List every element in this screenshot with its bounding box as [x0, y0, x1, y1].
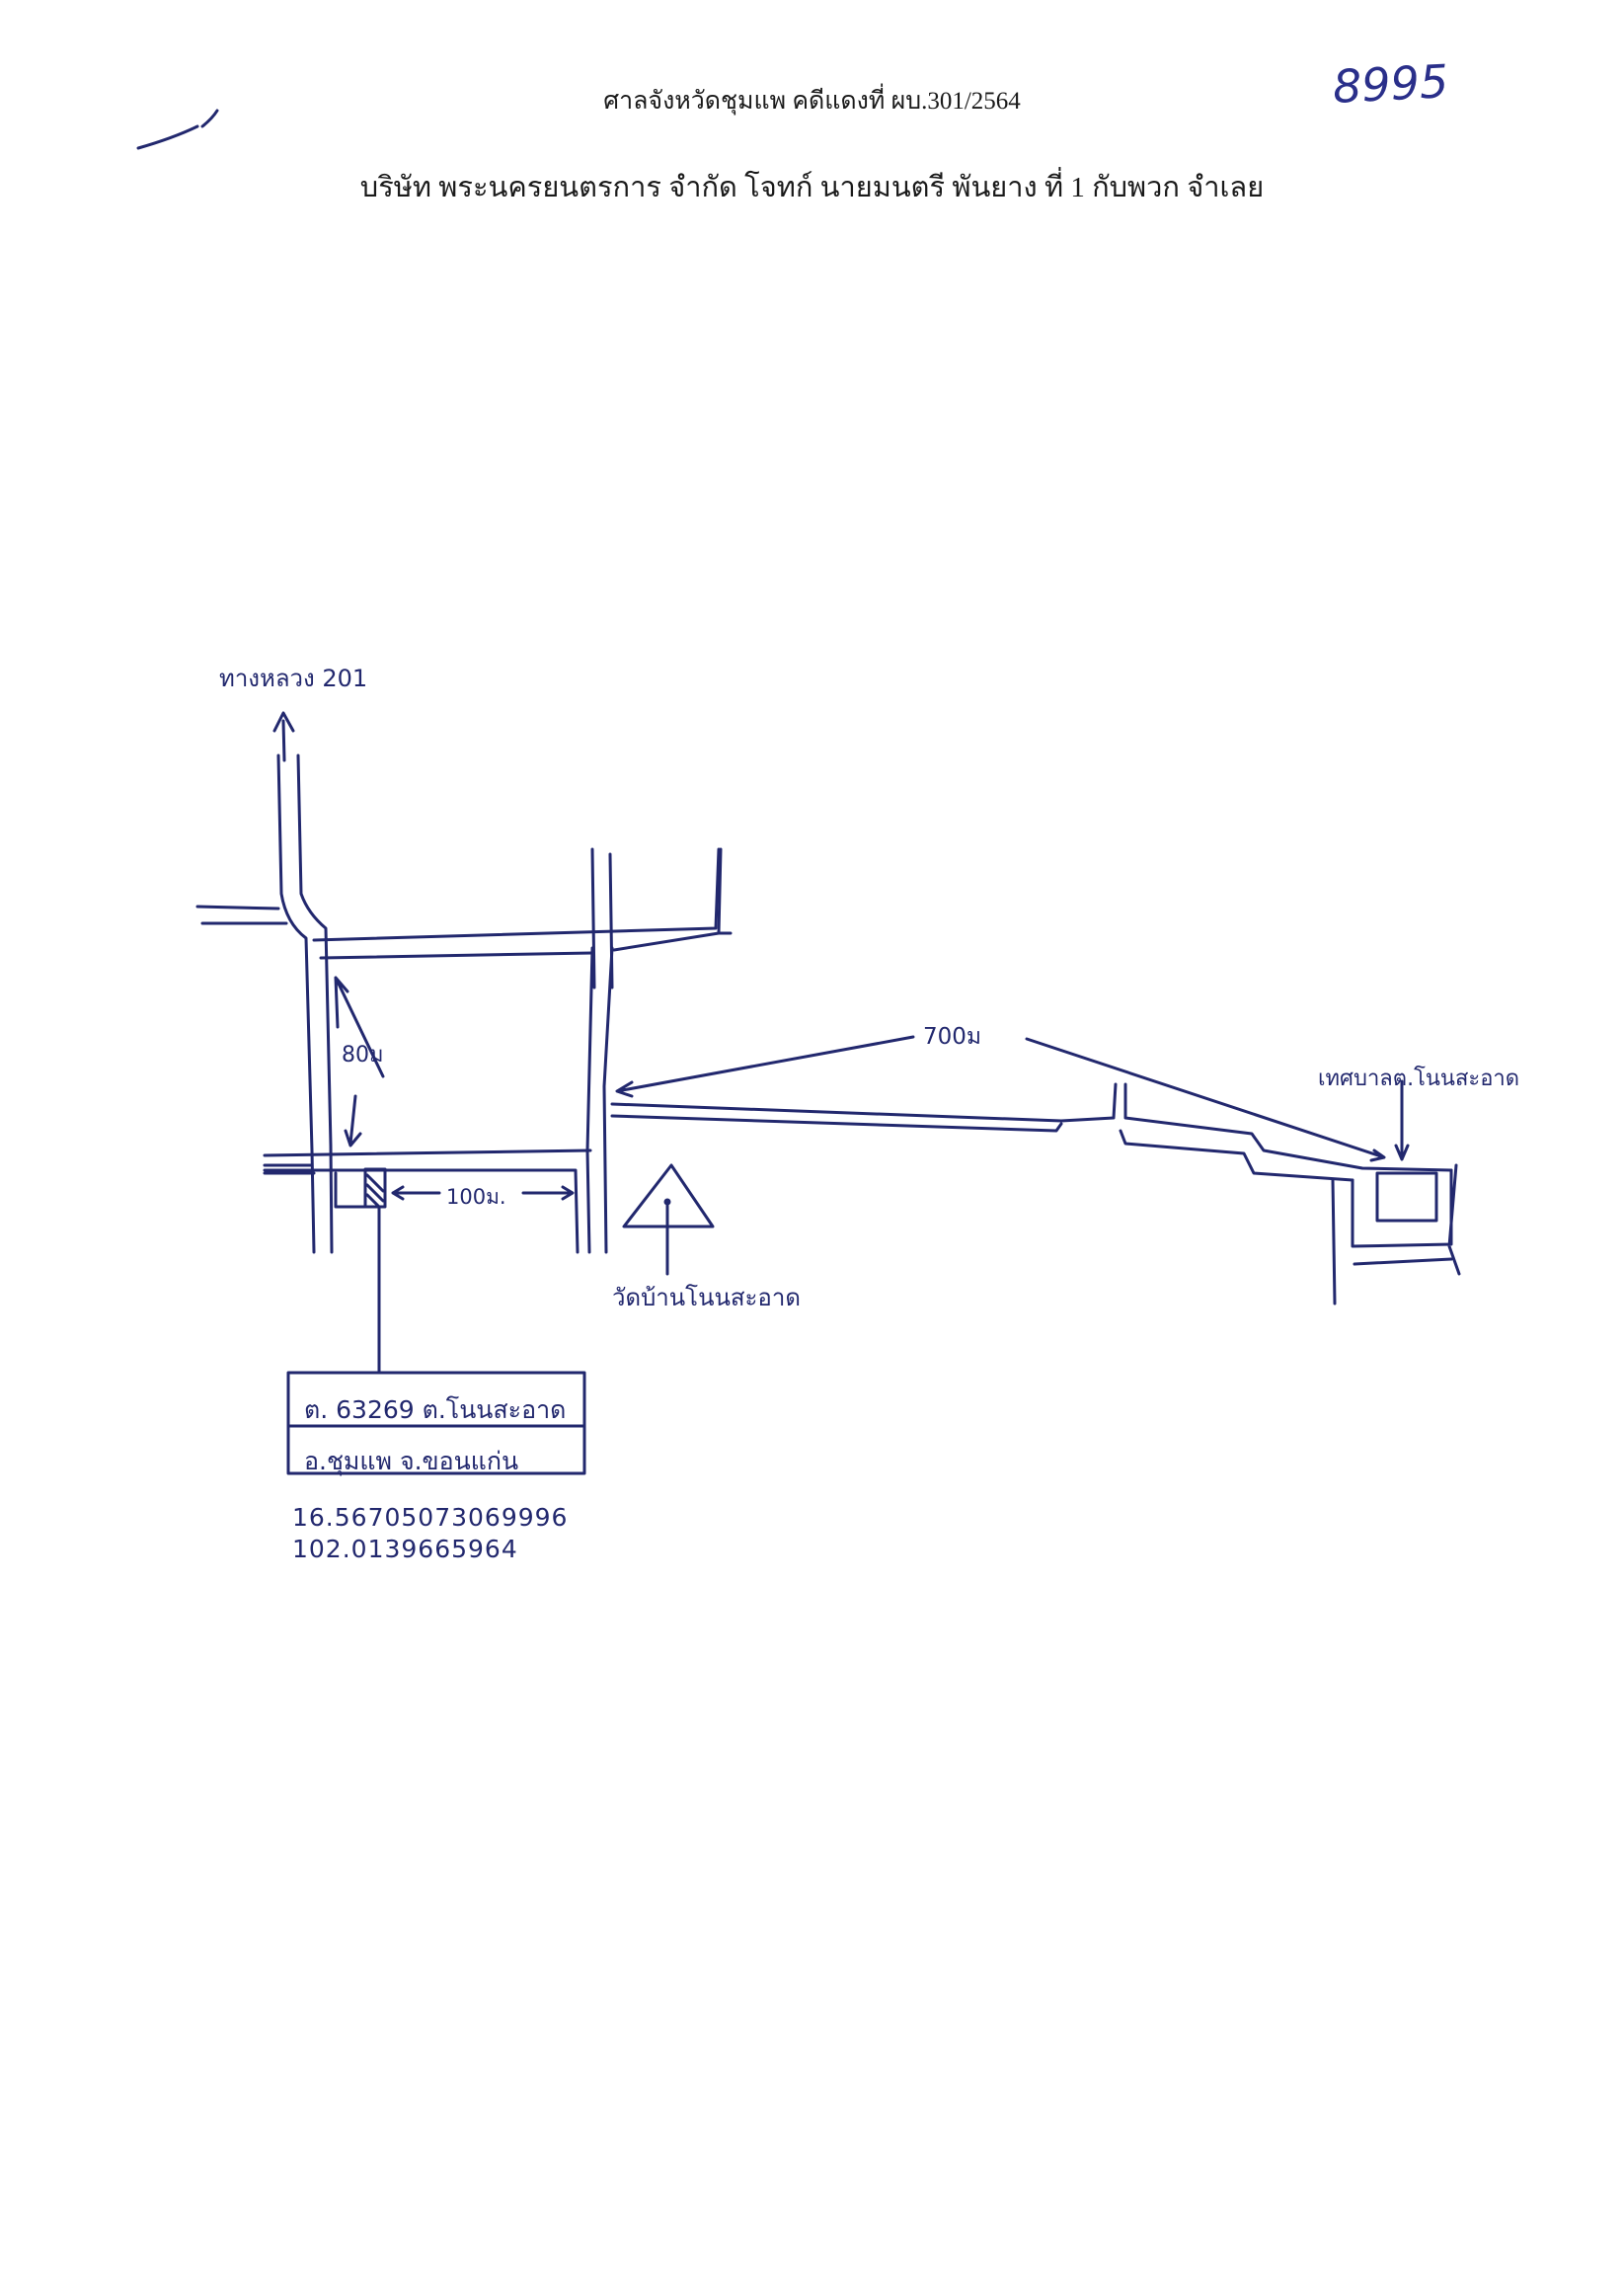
plot-info-box [286, 1371, 586, 1475]
office-block-outer [1331, 1163, 1461, 1306]
land-plot-marker [363, 1167, 387, 1209]
plot-info-line-2: อ.ชุมแพ จ.ขอนแก่น [304, 1447, 519, 1475]
east-road-top-edge [610, 1082, 1453, 1172]
middle-road-left-edge [585, 946, 594, 1254]
top-road-top-edge-2 [717, 847, 733, 935]
distance-100m-arrow [391, 1185, 575, 1201]
plot-hatching [365, 1173, 385, 1209]
temple-label: วัดบ้านโนนสะอาด [612, 1284, 801, 1311]
top-road-line [319, 951, 594, 960]
court-case-heading: ศาลจังหวัดชุมแพ คดีแดงที่ ผบ.301/2564 [603, 88, 1021, 115]
left-road-top-edge [195, 905, 280, 910]
middle-road-right-edge [602, 946, 614, 1254]
top-road-top-edge [312, 847, 721, 942]
north-arrow [272, 711, 295, 762]
top-road-line-right [612, 931, 721, 952]
initials-scribble [136, 109, 219, 150]
east-road-bottom-edge [610, 1114, 1354, 1182]
plot-info-line-1: ต. 63269 ต.โนนสะอาด [304, 1395, 567, 1424]
longitude-text: 102.0139665964 [292, 1535, 518, 1563]
highway-road-left-edge [276, 753, 316, 1254]
distance-700m-arrow-left [615, 1035, 915, 1098]
parties-heading: บริษัท พระนครยนตรการ จำกัด โจทก์ นายมนตร… [359, 172, 1265, 203]
office-pointer [1394, 1079, 1410, 1161]
highway-road-right-edge [296, 753, 334, 1254]
distance-80m-arrow [334, 976, 385, 1148]
highway-label: ทางหลวง 201 [219, 665, 368, 692]
latitude-text: 16.56705073069996 [292, 1503, 569, 1532]
plot-left-stub [334, 1171, 367, 1209]
municipal-office-label: เทศบาลต.โนนสะอาด [1318, 1067, 1520, 1091]
temple-dot [663, 1198, 671, 1206]
top-road-right-stub [590, 847, 614, 990]
distance-700m-label: 700ม [923, 1024, 982, 1050]
lower-road-top-edge [263, 1148, 592, 1157]
distance-80m-label: 80ม [342, 1043, 384, 1068]
distance-100m-label: 100ม. [446, 1185, 506, 1209]
distance-700m-arrow-right [1025, 1037, 1386, 1162]
office-building [1375, 1171, 1438, 1223]
